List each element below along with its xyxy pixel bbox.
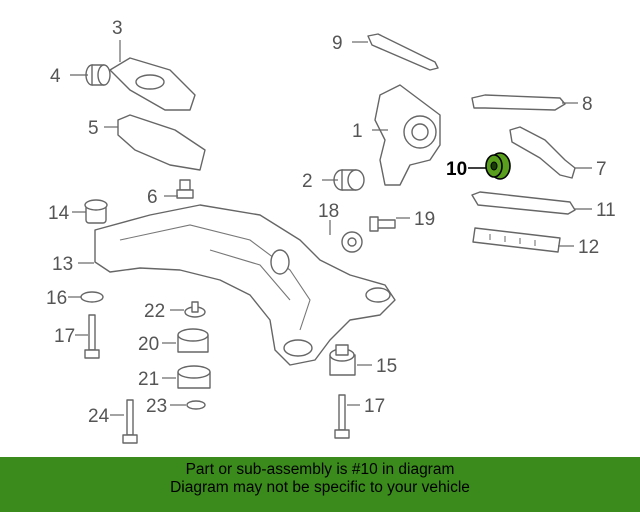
knuckle-part [374, 84, 441, 186]
bolt-24-part [122, 399, 138, 444]
shield-5-part [117, 114, 206, 171]
bushing-2-part [333, 169, 365, 191]
callout-19: 19 [414, 209, 435, 230]
parts-diagram: 1 2 3 4 5 6 7 8 9 10 11 12 13 14 15 16 1… [46, 18, 616, 444]
callout-17-right: 17 [364, 396, 385, 417]
link-8-part [471, 94, 566, 111]
callout-11: 11 [596, 200, 616, 221]
leader-lines [68, 40, 592, 416]
callout-4: 4 [50, 66, 61, 87]
bushing-10-part [485, 152, 511, 180]
callout-9: 9 [332, 33, 343, 54]
callout-20: 20 [138, 334, 159, 355]
subframe-part [94, 204, 396, 366]
mount-14-part [84, 199, 108, 224]
callout-5: 5 [88, 118, 99, 139]
callout-8: 8 [582, 94, 593, 115]
mount-22-part [184, 301, 206, 318]
callout-7: 7 [596, 159, 607, 180]
callout-24: 24 [88, 406, 110, 427]
disclaimer-banner: Part or sub-assembly is #10 in diagram D… [0, 457, 640, 512]
link-11-part [471, 191, 576, 215]
callout-6: 6 [147, 187, 158, 208]
bolt-17-right-part [334, 394, 350, 439]
callout-22: 22 [144, 301, 165, 322]
washer-16-part [80, 291, 104, 303]
callout-3: 3 [112, 18, 123, 39]
callout-12: 12 [578, 237, 599, 258]
mount-21-part [177, 365, 211, 389]
control-arm-3-part [109, 57, 196, 111]
callout-16: 16 [46, 288, 67, 309]
clip-23-part [186, 400, 206, 410]
bushing-4-part [85, 64, 111, 86]
callout-2: 2 [302, 171, 313, 192]
fastener-6-part [176, 179, 194, 199]
bolt-19-part [369, 216, 396, 232]
tie-rod-9-part [367, 33, 439, 71]
callout-21: 21 [138, 369, 159, 390]
mount-20-part [177, 328, 209, 353]
callout-17-left: 17 [54, 326, 75, 347]
callout-10: 10 [446, 159, 467, 180]
callout-23: 23 [146, 396, 167, 417]
bolt-17-left-part [84, 314, 100, 359]
banner-line-1: Part or sub-assembly is #10 in diagram [185, 461, 455, 478]
callout-15: 15 [376, 356, 397, 377]
callout-18: 18 [318, 201, 339, 222]
link-12-part [472, 227, 561, 253]
link-7-part [509, 126, 576, 179]
callout-13: 13 [52, 254, 73, 275]
callout-14: 14 [48, 203, 70, 224]
banner-line-2: Diagram may not be specific to your vehi… [170, 479, 470, 496]
callout-1: 1 [352, 121, 363, 142]
mount-15-part [329, 344, 356, 376]
bushing-18-part [341, 231, 363, 253]
